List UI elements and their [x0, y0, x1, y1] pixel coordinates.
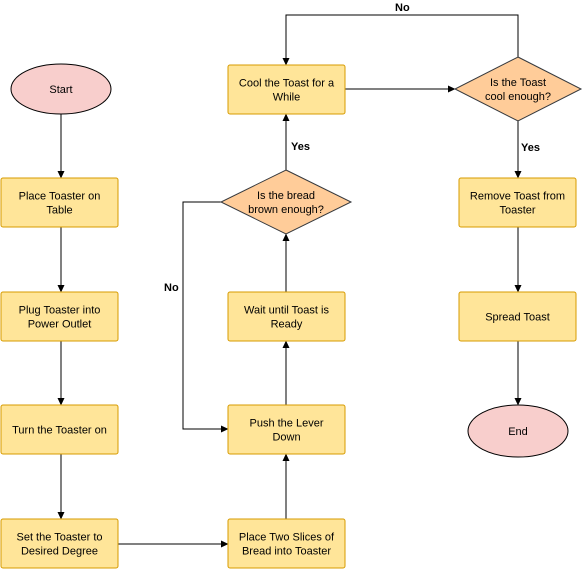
node-turn-on: Turn the Toaster on [0, 404, 119, 455]
node-label-line: Wait until Toast is [244, 305, 329, 317]
process-box [0, 291, 119, 342]
node-label-line: While [273, 92, 301, 104]
node-label-line: Cool the Toast for a [239, 78, 335, 90]
edge-label-cool-yes: Yes [521, 142, 540, 154]
node-label-line: Is the bread [257, 190, 315, 202]
node-cool-toast: Cool the Toast for a While [227, 64, 346, 115]
node-start: Start [10, 63, 112, 115]
terminal-ellipse [467, 404, 569, 458]
node-label-line: End [508, 426, 528, 438]
node-label-line: Down [272, 432, 300, 444]
edges [57, 14, 522, 548]
node-label-line: Remove Toast from [470, 191, 565, 203]
process-box [227, 64, 346, 115]
process-box [227, 291, 346, 342]
node-wait-ready: Wait until Toast is Ready [227, 291, 346, 342]
node-place-slices: Place Two Slices of Bread into Toaster [227, 518, 346, 569]
decision-diamond [219, 169, 353, 235]
node-label-line: Plug Toaster into [19, 305, 101, 317]
node-label-line: Power Outlet [28, 319, 92, 331]
node-label-line: Table [46, 205, 72, 217]
edge-label-brown-no: No [164, 282, 179, 294]
node-label-line: Is the Toast [490, 77, 546, 89]
node-label-line: Turn the Toaster on [12, 425, 107, 437]
node-label-line: brown enough? [248, 204, 324, 216]
node-set-degree: Set the Toaster to Desired Degree [0, 518, 119, 569]
edge-cool-no-to-cool-toast [282, 14, 519, 66]
node-end: End [467, 404, 569, 458]
node-label-line: Push the Lever [250, 418, 324, 430]
process-box [0, 404, 119, 455]
decision-diamond [453, 56, 583, 122]
node-place-toaster: Place Toaster on Table [0, 177, 119, 228]
process-box [458, 291, 577, 342]
node-label-line: Toaster [499, 205, 535, 217]
node-label-line: cool enough? [485, 91, 551, 103]
process-box [227, 518, 346, 569]
process-box [227, 404, 346, 455]
node-cool-check: Is the Toast cool enough? [453, 56, 583, 122]
node-label-line: Place Two Slices of [239, 532, 335, 544]
node-label-line: Start [49, 84, 72, 96]
process-box [458, 177, 577, 228]
edge-brown-no-to-push-lever [182, 201, 229, 433]
node-brown-check: Is the bread brown enough? [219, 169, 353, 235]
edge-label-brown-yes: Yes [291, 141, 310, 153]
process-box [0, 177, 119, 228]
node-label-line: Place Toaster on [19, 191, 101, 203]
node-label-line: Set the Toaster to [16, 532, 102, 544]
node-label-line: Desired Degree [21, 546, 98, 558]
process-box [0, 518, 119, 569]
node-label-line: Spread Toast [485, 312, 550, 324]
node-label-line: Ready [271, 319, 303, 331]
node-spread-toast: Spread Toast [458, 291, 577, 342]
node-label-line: Bread into Toaster [242, 546, 331, 558]
terminal-ellipse [10, 63, 112, 115]
edge-label-cool-no: No [395, 2, 410, 14]
